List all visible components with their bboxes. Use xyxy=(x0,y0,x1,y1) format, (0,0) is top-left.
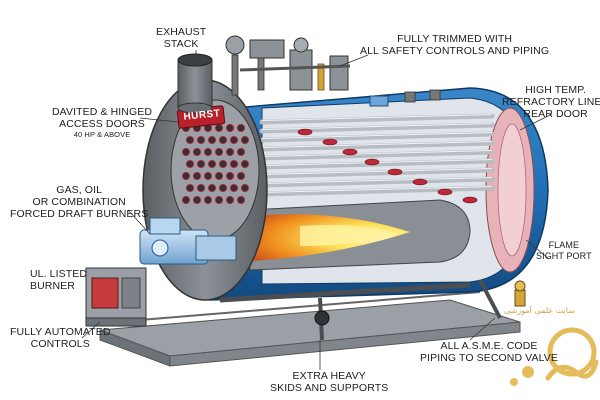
tube-sheet-hole xyxy=(214,123,224,133)
tube-sheet-hole xyxy=(225,195,235,205)
fire-tube-highlight xyxy=(261,168,493,175)
tube-sheet-hole xyxy=(185,183,195,193)
tube-sheet-hole xyxy=(214,147,224,157)
fire-tube-highlight xyxy=(261,114,493,121)
tube-sheet-hole xyxy=(203,171,213,181)
tube-sheet-hole xyxy=(218,135,228,145)
tube-sheet-hole xyxy=(240,183,250,193)
tube-sheet-hole xyxy=(214,195,224,205)
tube-sheet-hole xyxy=(240,159,250,169)
fire-tube-highlight xyxy=(261,177,493,184)
tube-sheet-hole xyxy=(196,183,206,193)
control-panel xyxy=(85,267,147,327)
tube-sheet-hole xyxy=(203,147,213,157)
tube-sheet-hole xyxy=(181,171,191,181)
fire-tube-highlight xyxy=(261,141,493,148)
skid-base xyxy=(99,291,521,367)
tube-sheet-hole xyxy=(229,159,239,169)
tube-sheet-hole xyxy=(229,135,239,145)
exhaust-stack xyxy=(177,53,213,114)
tube-sheet-hole xyxy=(181,195,191,205)
fire-tube-highlight xyxy=(261,150,493,157)
fire-tube-highlight xyxy=(261,186,493,193)
tube-sheet-hole xyxy=(192,147,202,157)
leader-lines xyxy=(81,50,553,370)
fire-tube xyxy=(259,167,495,179)
tube-sheet-hole xyxy=(196,135,206,145)
watermark-logo xyxy=(510,327,599,386)
tube-sheet-hole xyxy=(207,159,217,169)
tube-sheet-hole xyxy=(207,183,217,193)
tube-sheet-hole xyxy=(236,195,246,205)
tube-sheet-hole xyxy=(225,147,235,157)
fire-tube xyxy=(259,131,495,143)
tube-sheet-hole xyxy=(181,147,191,157)
tube-sheet-hole xyxy=(214,171,224,181)
bottom-piping xyxy=(219,279,502,341)
fire-tube-highlight xyxy=(261,132,493,139)
tube-turbulator xyxy=(437,188,453,196)
fire-tubes xyxy=(259,113,495,204)
tube-sheet-hole xyxy=(229,183,239,193)
fire-tube xyxy=(259,185,495,197)
tube-sheet-hole xyxy=(185,135,195,145)
tube-sheet-hole xyxy=(225,171,235,181)
tube-sheet-hole xyxy=(218,183,228,193)
fire-tube xyxy=(259,113,495,125)
tube-turbulator xyxy=(462,196,478,204)
fire-tube xyxy=(259,149,495,161)
fire-tube xyxy=(259,176,495,188)
tube-sheet-hole xyxy=(196,159,206,169)
tube-turbulator xyxy=(364,158,380,166)
tube-sheet-hole xyxy=(236,147,246,157)
tube-sheet-hole xyxy=(192,171,202,181)
label-access-doors-note: 40 HP & ABOVE xyxy=(73,130,131,139)
tube-turbulator xyxy=(387,168,403,176)
tube-sheet-hole xyxy=(218,159,228,169)
fire-tube-highlight xyxy=(261,123,493,130)
tube-turbulator xyxy=(297,128,313,136)
tube-turbulator xyxy=(322,138,338,146)
top-trim-piping xyxy=(225,35,441,107)
fire-tube xyxy=(259,140,495,152)
tube-sheet-hole xyxy=(236,123,246,133)
tube-sheet-hole xyxy=(207,135,217,145)
watermark-text: سایت علمی آموزشی xyxy=(504,306,575,315)
tube-turbulator xyxy=(342,148,358,156)
tube-sheet-hole xyxy=(225,123,235,133)
tube-sheet-hole xyxy=(192,195,202,205)
burner-icon xyxy=(139,217,237,265)
tube-sheet-hole xyxy=(203,195,213,205)
tube-sheet-hole xyxy=(240,135,250,145)
tube-sheet-hole xyxy=(236,171,246,181)
valve-icon xyxy=(514,280,526,307)
tube-sheet-hole xyxy=(185,159,195,169)
tube-turbulator xyxy=(412,178,428,186)
